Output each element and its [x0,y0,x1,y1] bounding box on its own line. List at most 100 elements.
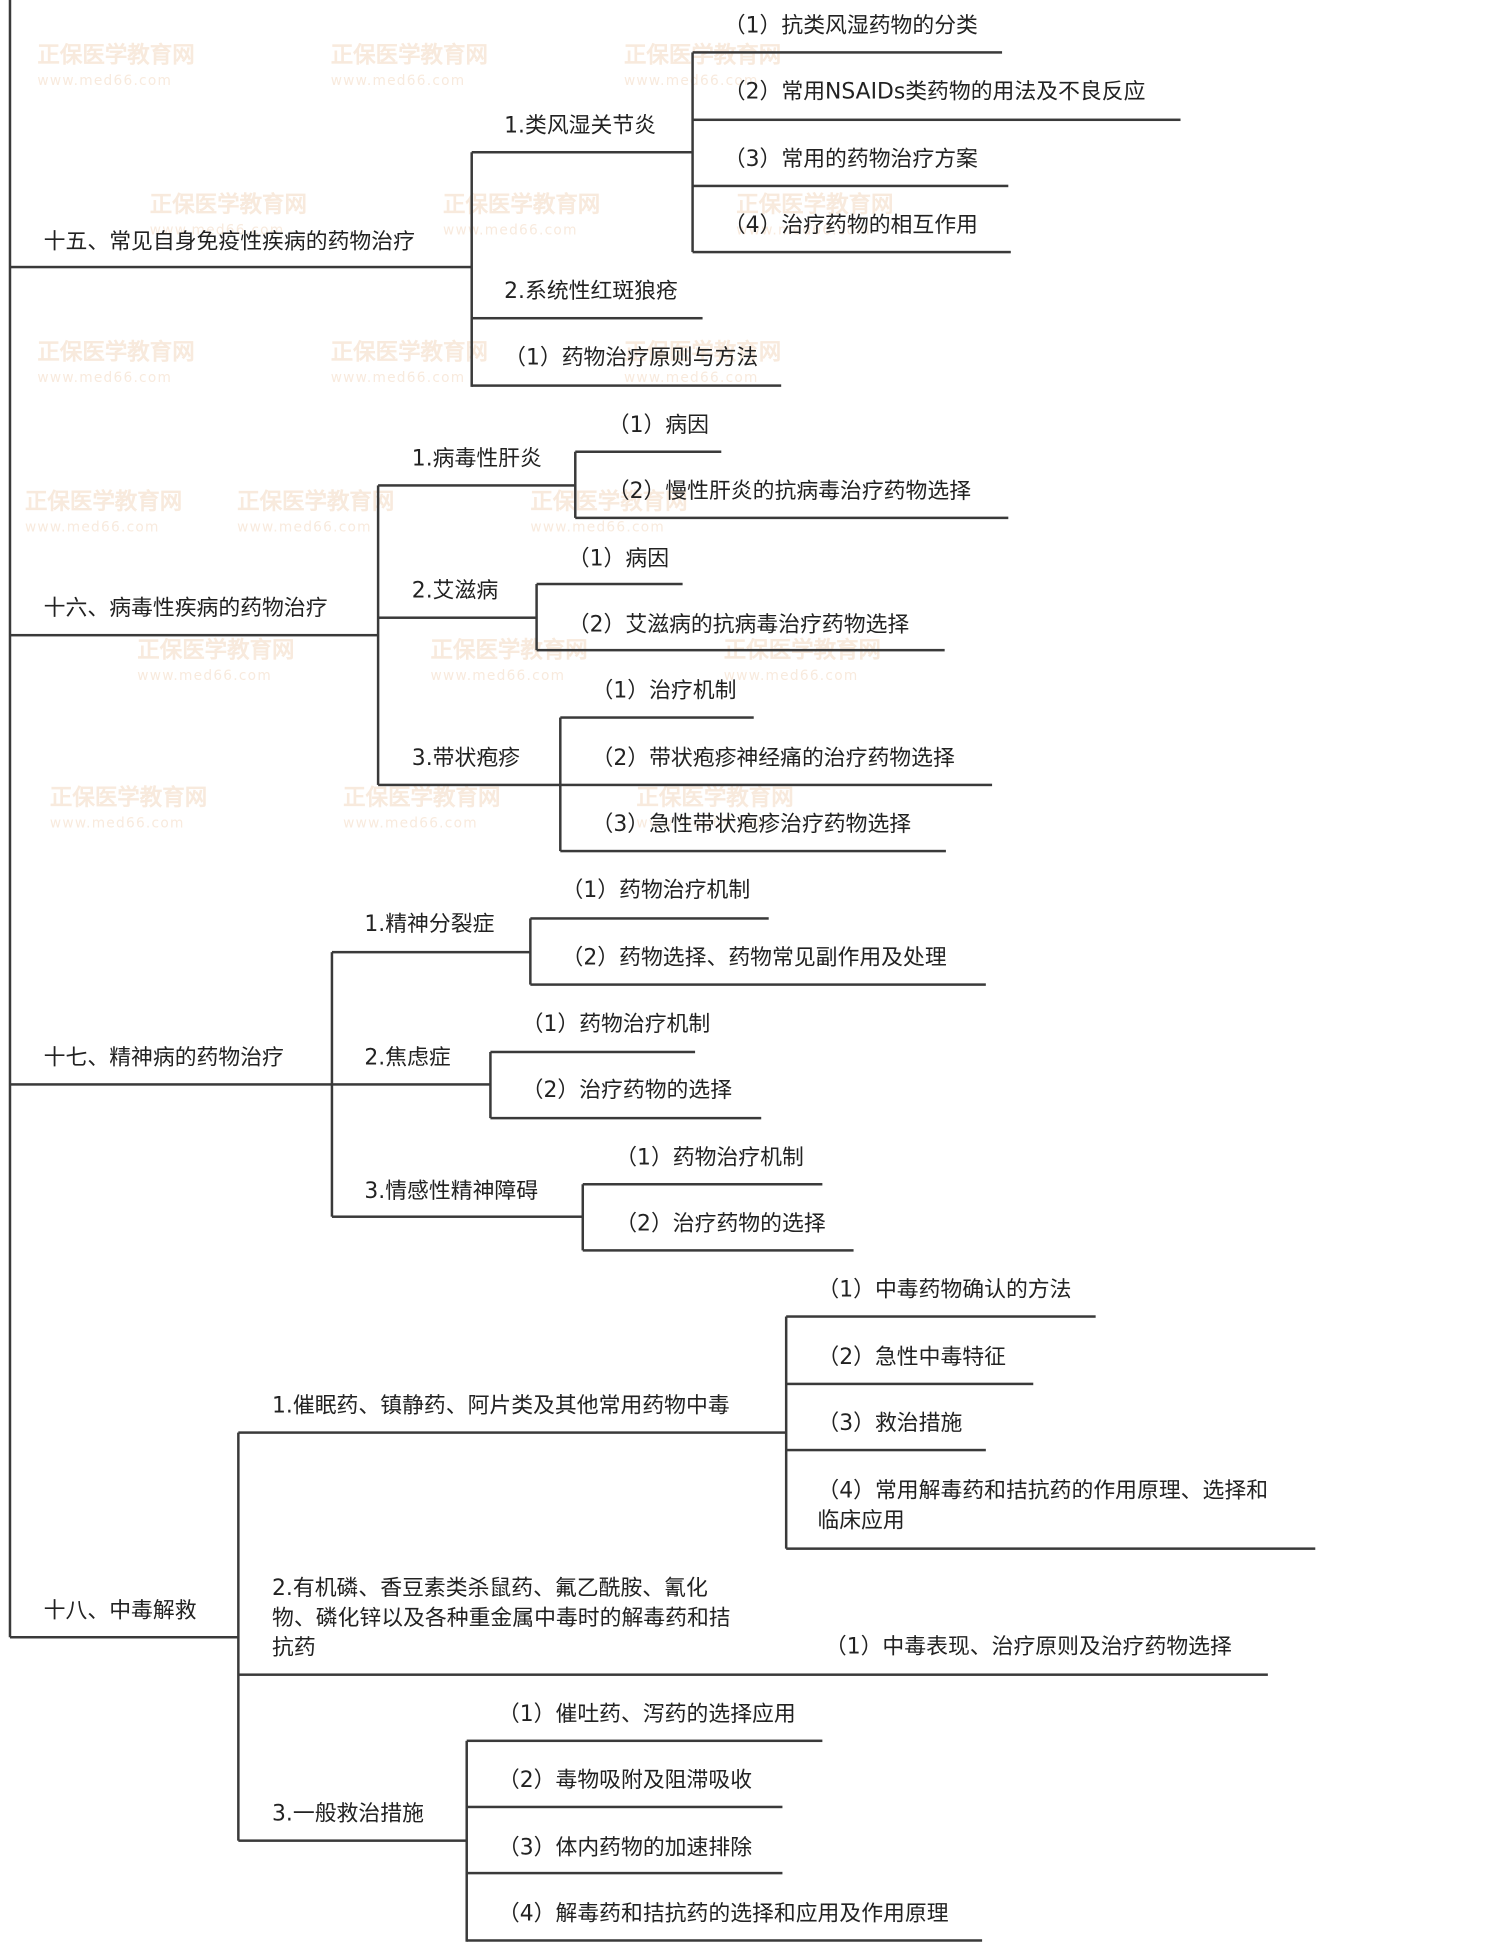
watermark-brand: 正保医学教育网 [530,489,688,516]
watermark-url: www.med66.com [624,69,781,94]
connector-line [575,516,1009,520]
connector-line [692,250,1011,254]
watermark-url: www.med66.com [137,667,272,684]
watermark-brand: 正保医学教育网 [149,192,307,219]
watermark-brand: 正保医学教育网 [623,339,782,366]
watermark-brand: 正保医学教育网 [330,42,488,69]
item: （3）体内药物的加速排除 [497,1835,753,1861]
watermark: 正保医学教育网 www.med66.com [343,786,500,836]
topic-18-2-line3: 抗药 [272,1635,316,1661]
connector-line [238,1431,787,1434]
watermark-url: www.med66.com [37,72,173,89]
item: （1）药物治疗机制 [521,1012,711,1038]
connector-line [466,1739,823,1743]
watermark-url: www.med66.com [736,222,871,239]
item: （1）药物治疗原则与方法 [504,345,759,371]
connector-line [560,849,946,853]
topic-17-1: 1.精神分裂症 [364,912,495,938]
topic-16-2: 2.艾滋病 [411,579,499,604]
connector-line [237,1432,240,1841]
topic-18-3: 3.一般救治措施 [272,1801,424,1827]
watermark: 正保医学教育网 www.med66.com [37,339,195,391]
watermark-url: www.med66.com [149,222,285,239]
watermark-brand: 正保医学教育网 [137,637,295,664]
section-18-title: 十八、中毒解救 [43,1598,197,1624]
connector-line [574,451,577,518]
item: （2）毒物吸附及阻滞吸收 [497,1768,753,1794]
connector-line [786,1315,1096,1318]
watermark-brand: 正保医学教育网 [37,42,195,69]
connector-line [466,1871,783,1875]
watermark: 正保医学教育网 www.med66.com [150,193,307,243]
connector-line [530,983,986,986]
connector-line [786,1547,1316,1550]
topic-16-1: 1.病毒性肝炎 [411,446,542,472]
connector-line [376,485,380,785]
watermark-url: www.med66.com [343,814,478,832]
topic-16-3: 3.带状疱疹 [411,746,521,772]
connector-line [471,384,782,387]
connector-line [575,450,722,453]
watermark-brand: 正保医学教育网 [330,339,488,366]
connector-line [331,1215,583,1218]
connector-line [490,1116,762,1120]
connector-line [559,717,562,852]
item: （3）救治措施 [817,1411,963,1437]
connector-line [238,1673,1268,1676]
connector-line [490,1050,696,1054]
connector-line [330,952,334,1217]
connector-line [331,950,531,954]
item: （1）中毒药物确认的方法 [817,1277,1072,1303]
topic-18-2-line2: 物、磷化锌以及各种重金属中毒时的解毒药和拮 [272,1606,731,1632]
watermark-url: www.med66.com [636,814,772,832]
connector-line [466,1939,983,1942]
topic-17-2: 2.焦虑症 [364,1045,451,1071]
connector-line [378,783,561,787]
item: （4）解毒药和拮抗药的选择和应用及作用原理 [497,1901,949,1927]
connector-line [9,1635,239,1639]
item: （2）急性中毒特征 [817,1345,1006,1371]
item: （1）催吐药、泻药的选择应用 [497,1702,796,1728]
watermark-url: www.med66.com [37,369,173,386]
connector-line [331,1083,491,1086]
connector-line [8,0,12,1638]
connector-line [535,584,538,651]
connector-line [536,648,945,652]
connector-line [692,51,1003,54]
connector-line [692,118,1181,122]
connector-line [238,1839,467,1842]
section-17-title: 十七、精神病的药物治疗 [43,1045,284,1071]
watermark-brand: 正保医学教育网 [237,489,395,516]
item: （2）常用NSAIDs类药物的用法及不良反应 [723,79,1146,105]
watermark-brand: 正保医学教育网 [37,339,195,366]
item: （2）药物选择、药物常见副作用及处理 [561,945,947,971]
item: （1）药物治疗机制 [561,878,751,904]
connector-line [9,265,472,269]
connector-line [786,1448,986,1452]
watermark-brand: 正保医学教育网 [49,784,208,812]
watermark: 正保医学教育网 www.med66.com [37,42,195,94]
watermark-url: www.med66.com [443,222,578,239]
connector-line [9,1083,332,1086]
connector-line [692,184,1009,188]
connector-line [378,616,537,619]
topic-17-3: 3.情感性精神障碍 [364,1179,539,1205]
watermark-brand: 正保医学教育网 [24,489,183,516]
connector-line [471,316,703,320]
connector-line [489,1051,492,1119]
connector-line [784,1316,788,1549]
watermark-url: www.med66.com [723,667,859,684]
watermark: 正保医学教育网 www.med66.com [137,637,295,689]
item: （1）治疗机制 [591,678,737,704]
watermark-brand: 正保医学教育网 [343,784,501,812]
watermark-brand: 正保医学教育网 [443,192,601,219]
